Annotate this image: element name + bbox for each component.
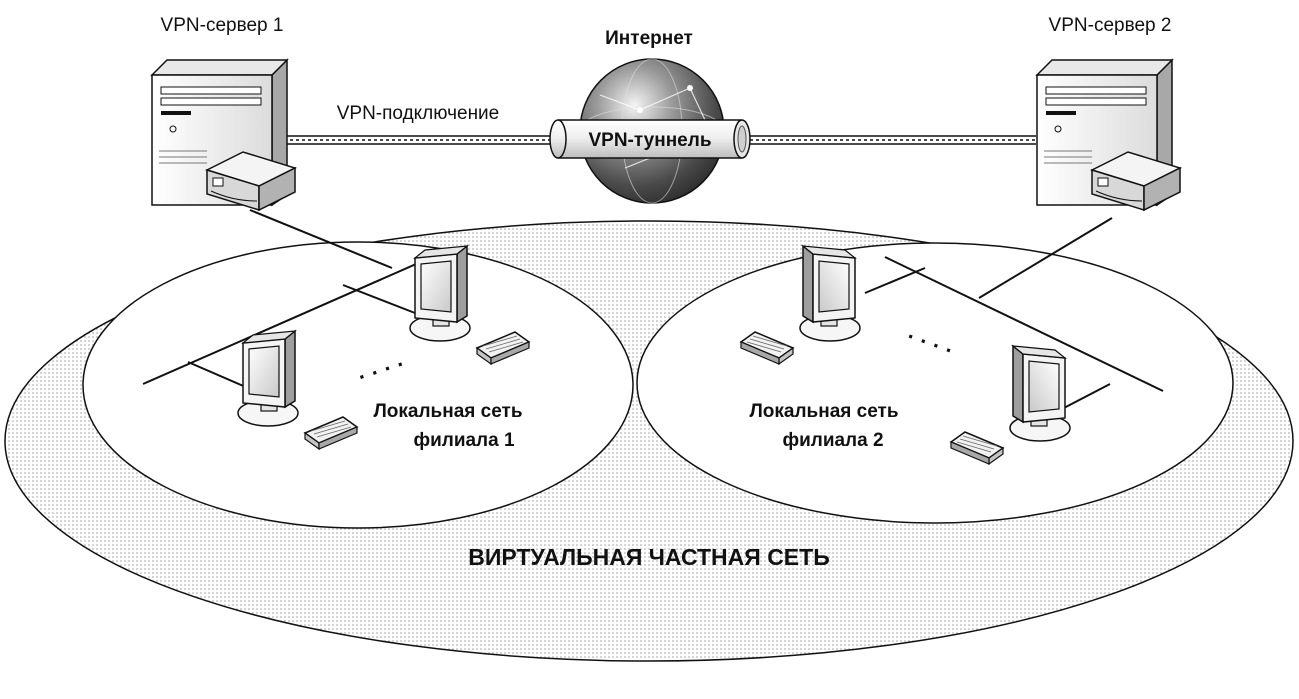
vpn-server-1-icon bbox=[151, 59, 296, 211]
server-1-label: VPN-сервер 1 bbox=[161, 15, 284, 36]
internet-label: Интернет bbox=[605, 28, 693, 49]
network-cables bbox=[142, 209, 1164, 411]
lan-1-label-line2: филиала 1 bbox=[413, 430, 515, 451]
vpn-tunnel-tube bbox=[549, 119, 751, 159]
lan-1-label-line1: Локальная сеть bbox=[373, 401, 522, 422]
vpn-server-2-icon bbox=[1036, 59, 1181, 211]
lan-2-label-line2: филиала 2 bbox=[782, 430, 883, 451]
lan-2-label-line1: Локальная сеть bbox=[749, 401, 898, 422]
vpn-title: ВИРТУАЛЬНАЯ ЧАСТНАЯ СЕТЬ bbox=[468, 544, 829, 570]
server-2-label: VPN-сервер 2 bbox=[1049, 15, 1172, 36]
lan-area-2 bbox=[636, 242, 1234, 524]
vpn-connection-label: VPN-подключение bbox=[337, 103, 500, 124]
vpn-connection-line bbox=[278, 135, 1036, 145]
vpn-tunnel-label: VPN-туннель bbox=[588, 130, 711, 151]
lan-area-1 bbox=[82, 241, 634, 529]
